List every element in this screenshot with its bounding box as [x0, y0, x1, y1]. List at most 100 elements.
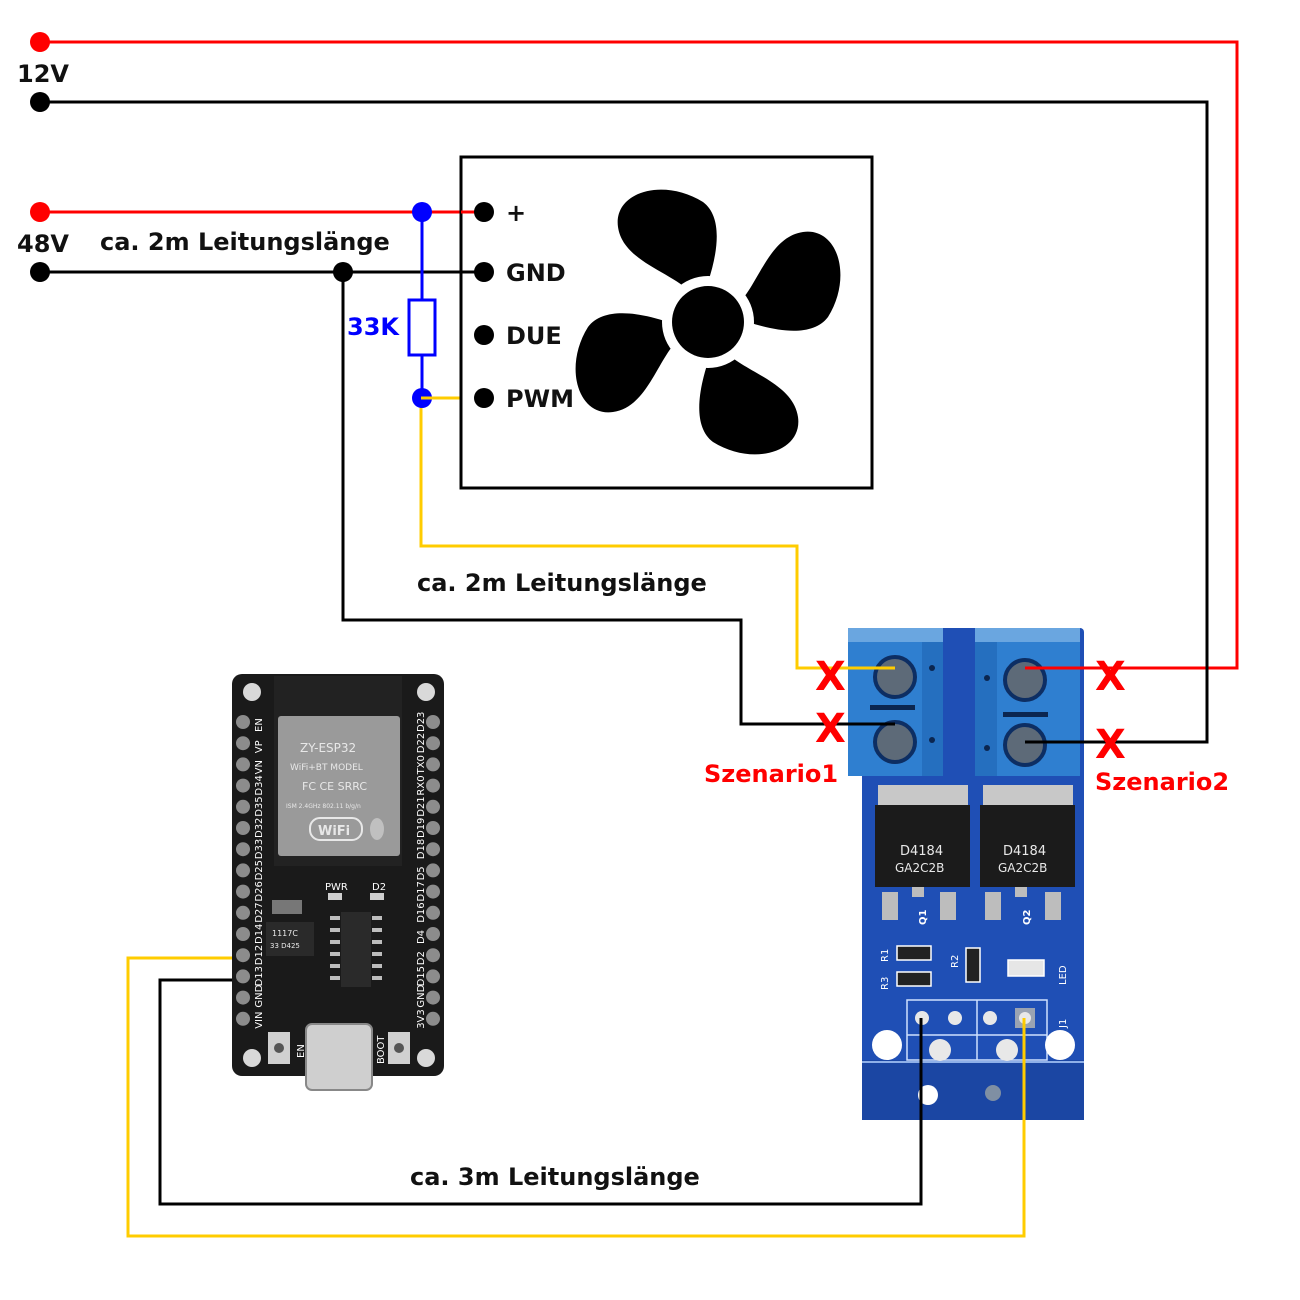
- esp32-pin-pad-right-d22[interactable]: [426, 736, 440, 751]
- esp32-pin-pad-right-d4[interactable]: [426, 927, 440, 941]
- esp32-pin-pad-left-en[interactable]: [236, 715, 250, 729]
- svg-text:Q1: Q1: [918, 909, 929, 925]
- terminal-48v-ground: [30, 262, 50, 282]
- esp32-pin-label: D26: [254, 881, 265, 901]
- esp32-pin-pad-left-d32[interactable]: [236, 821, 250, 835]
- svg-text:R2: R2: [950, 955, 961, 968]
- screw-power-positive[interactable]: [1003, 658, 1047, 702]
- esp32-pin-pad-right-3v3[interactable]: [426, 1011, 440, 1026]
- esp32-boot-button[interactable]: [388, 1032, 410, 1064]
- transistor-q2: D4184 GA2C2B Q2: [980, 785, 1075, 925]
- esp32-pin-label: D35: [254, 796, 265, 816]
- esp32-pin-label: 3V3: [416, 1009, 427, 1029]
- esp32-pin-label: TX0: [416, 755, 427, 775]
- svg-text:EN: EN: [296, 1044, 307, 1058]
- esp32-pin-pad-left-d34[interactable]: [236, 778, 250, 793]
- esp32-pin-pad-right-d21[interactable]: [426, 799, 440, 814]
- svg-text:WiFi+BT MODEL: WiFi+BT MODEL: [290, 763, 363, 773]
- label-cable-length-48v: ca. 2m Leitungslänge: [100, 228, 390, 256]
- cross-mark-s2-pos: X: [1095, 654, 1126, 700]
- mosfet-module: D4184 GA2C2B Q1 D4184 GA2C2B Q2 R1 R2 R3…: [820, 628, 1100, 1120]
- esp32-pin-pad-right-d17[interactable]: [426, 884, 440, 899]
- esp32-pin-pad-left-vn[interactable]: [236, 757, 250, 772]
- cross-mark-s2-gnd: X: [1095, 722, 1126, 768]
- supply-48v: 48V ca. 2m Leitungslänge: [17, 202, 484, 282]
- esp32-module-shield: [278, 716, 400, 856]
- label-scenario1: Szenario1: [704, 760, 838, 788]
- esp32-pin-pad-left-gnd[interactable]: [236, 990, 250, 1005]
- wire-esp-signal-to-mosfet: [126, 956, 1026, 1238]
- esp32-pin-pad-left-d13[interactable]: [236, 969, 250, 984]
- esp32-pin-pad-left-d25[interactable]: [236, 863, 250, 878]
- esp32-pin-label: D25: [254, 860, 265, 880]
- svg-text:GA2C2B: GA2C2B: [895, 861, 944, 875]
- esp32-pin-pad-right-rx0[interactable]: [426, 778, 440, 793]
- resistor-junction-top: [412, 202, 432, 222]
- esp32-pin-pad-left-d33[interactable]: [236, 842, 250, 857]
- svg-text:BOOT: BOOT: [376, 1035, 387, 1064]
- esp32-pin-pad-right-d15[interactable]: [426, 969, 440, 984]
- esp32-pin-pad-left-vin[interactable]: [236, 1011, 250, 1026]
- screw-load-negative[interactable]: [873, 720, 917, 764]
- esp32-pin-pad-right-tx0[interactable]: [426, 757, 440, 772]
- esp32-pin-label: D5: [416, 866, 427, 880]
- esp32-pin-label: D32: [254, 818, 265, 838]
- svg-text:GA2C2B: GA2C2B: [998, 861, 1047, 875]
- fan-pin-plus: [474, 202, 494, 222]
- esp32-pin-label: D12: [254, 945, 265, 965]
- fan-pin-label-gnd: GND: [506, 259, 566, 287]
- label-48v: 48V: [17, 230, 69, 258]
- esp32-pin-pad-left-d27[interactable]: [236, 905, 250, 920]
- screw-power-negative[interactable]: [1003, 723, 1047, 767]
- svg-text:LED: LED: [1058, 965, 1069, 985]
- fan-pin-label-pwm: PWM: [506, 385, 574, 413]
- terminal-block-load: [848, 628, 943, 776]
- esp32-pin-pad-right-d18[interactable]: [426, 842, 440, 857]
- terminal-block-power: [975, 628, 1080, 776]
- scenario-markers: X X X X Szenario1 Szenario2: [704, 654, 1229, 796]
- usb-c-port[interactable]: [305, 1023, 373, 1091]
- esp32-pin-pad-right-d23[interactable]: [426, 715, 440, 729]
- esp32-pin-label: D14: [254, 924, 265, 944]
- svg-text:Q2: Q2: [1022, 909, 1033, 925]
- esp32-pin-label: D17: [416, 881, 427, 901]
- esp32-pin-label: VIN: [254, 1012, 265, 1029]
- esp32-board: ZY-ESP32 WiFi+BT MODEL FC CE SRRC ISM 2.…: [232, 674, 444, 1091]
- svg-text:R3: R3: [880, 977, 891, 990]
- svg-text:FC CE SRRC: FC CE SRRC: [302, 780, 367, 793]
- svg-text:33 D425: 33 D425: [270, 942, 300, 950]
- resistor-value: 33K: [347, 313, 400, 341]
- mount-hole-right: [1045, 1030, 1075, 1060]
- esp32-pin-label: D18: [416, 839, 427, 859]
- esp32-right-header: D23D22TX0RX0D21D19D18D5D17D16D4D2D15GND3…: [416, 712, 440, 1029]
- esp32-pin-pad-right-d19[interactable]: [426, 821, 440, 835]
- esp32-pin-label: D23: [416, 712, 427, 732]
- esp32-pin-label: D16: [416, 902, 427, 922]
- esp32-left-header: ENVPVND34D35D32D33D25D26D27D14D12D13GNDV…: [236, 715, 265, 1029]
- fan-pin-gnd: [474, 262, 494, 282]
- esp32-pin-label: GND: [254, 984, 265, 1007]
- wire-esp-gnd-to-mosfet: [158, 978, 923, 1206]
- esp32-pin-pad-left-d12[interactable]: [236, 948, 250, 963]
- svg-text:D4184: D4184: [1003, 844, 1046, 859]
- esp32-pin-label: D33: [254, 839, 265, 859]
- esp32-pin-label: D22: [416, 733, 427, 753]
- esp32-pin-pad-left-d35[interactable]: [236, 799, 250, 814]
- terminal-12v-ground: [30, 92, 50, 112]
- esp32-pin-pad-left-d14[interactable]: [236, 927, 250, 941]
- esp32-en-button[interactable]: [268, 1032, 290, 1064]
- esp32-pin-pad-right-d5[interactable]: [426, 863, 440, 878]
- esp32-pin-label: RX0: [416, 775, 427, 795]
- esp32-pin-pad-left-vp[interactable]: [236, 736, 250, 751]
- wire-fan-ground-to-mosfet: [341, 272, 895, 726]
- svg-text:WiFi: WiFi: [318, 824, 350, 839]
- esp32-pin-pad-left-d26[interactable]: [236, 884, 250, 899]
- esp32-pin-pad-right-d2[interactable]: [426, 948, 440, 963]
- svg-text:1117C: 1117C: [272, 929, 298, 938]
- cross-mark-s1-gnd: X: [815, 706, 846, 752]
- esp32-pin-pad-right-gnd[interactable]: [426, 990, 440, 1005]
- esp32-pin-pad-right-d16[interactable]: [426, 905, 440, 920]
- screw-load-positive[interactable]: [873, 655, 917, 699]
- label-scenario2: Szenario2: [1095, 768, 1229, 796]
